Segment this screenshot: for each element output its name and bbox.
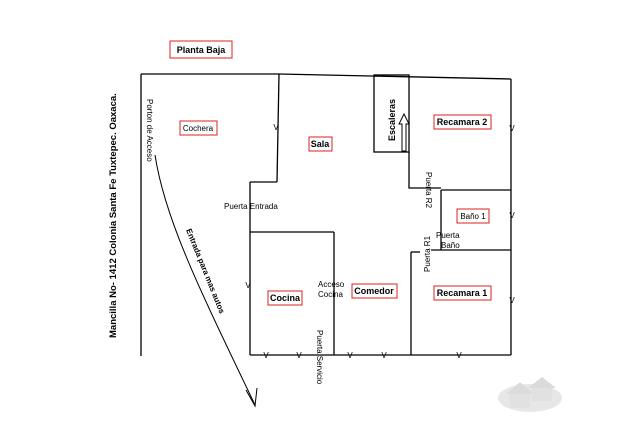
puerta-bano-label-1: Puerta (436, 231, 460, 240)
escaleras-box (373, 74, 410, 153)
window-mark: V (509, 124, 515, 133)
room-recamara1-label: Recamara 1 (437, 288, 488, 298)
acceso-cocina-label-2: Cocina (318, 290, 343, 299)
room-escaleras-label: Escaleras (387, 99, 397, 141)
window-mark: V (381, 351, 387, 360)
window-marks: V V V V V V V V V V (245, 123, 515, 360)
entrada-autos-label: Entrada para mas autos (184, 227, 227, 315)
room-cocina-label: Cocina (270, 293, 301, 303)
window-mark: V (509, 211, 515, 220)
puerta-entrada-label: Puerta Entrada (224, 202, 278, 211)
wall-recamara2-left (408, 152, 441, 189)
address-label: Mancilla No- 1412 Colonia Santa Fe Tuxte… (108, 93, 119, 338)
plan-title-box (169, 40, 233, 59)
car-arrow-head (245, 387, 258, 408)
walls (140, 73, 512, 356)
window-mark: V (296, 351, 302, 360)
room-comedor: Comedor (351, 283, 398, 299)
room-bano1-label: Baño 1 (460, 212, 486, 221)
stair-arrow (398, 112, 410, 152)
room-cocina: Cocina (267, 290, 303, 306)
puerta-r2-label: Puerta R2 (424, 172, 433, 209)
room-comedor-label: Comedor (354, 286, 394, 296)
plan-title-text: Planta Baja (177, 45, 227, 55)
porton-label: Porton de Acceso (145, 99, 154, 162)
window-mark: V (456, 351, 462, 360)
stair-arrow-shape (398, 112, 410, 152)
acceso-cocina-label-1: Acceso (318, 280, 345, 289)
window-mark: V (273, 123, 279, 132)
car-entry-arrow (154, 154, 258, 408)
wall-top-right (278, 73, 512, 80)
room-bano1: Baño 1 (456, 208, 490, 224)
room-recamara2: Recamara 2 (433, 114, 492, 130)
wall-cochera-sala (276, 73, 280, 183)
room-sala-label: Sala (311, 139, 331, 149)
house-watermark-icon (498, 377, 562, 412)
puerta-bano-label-2: Baño (441, 241, 460, 250)
room-recamara2-label: Recamara 2 (437, 117, 488, 127)
room-recamara1: Recamara 1 (433, 285, 492, 301)
window-mark: V (263, 351, 269, 360)
window-mark: V (347, 351, 353, 360)
plan-title: Planta Baja (169, 40, 233, 59)
window-mark: V (245, 281, 251, 290)
puerta-servicio-label: Puerta Servicio (315, 330, 324, 385)
puerta-r1-label: Puerta R1 (423, 235, 432, 272)
room-sala: Sala (308, 136, 333, 152)
window-mark: V (509, 296, 515, 305)
room-cochera-label: Cochera (183, 124, 214, 133)
room-escaleras: Escaleras (387, 99, 397, 141)
room-cochera: Cochera (179, 120, 218, 136)
car-arrow-line (154, 154, 256, 406)
